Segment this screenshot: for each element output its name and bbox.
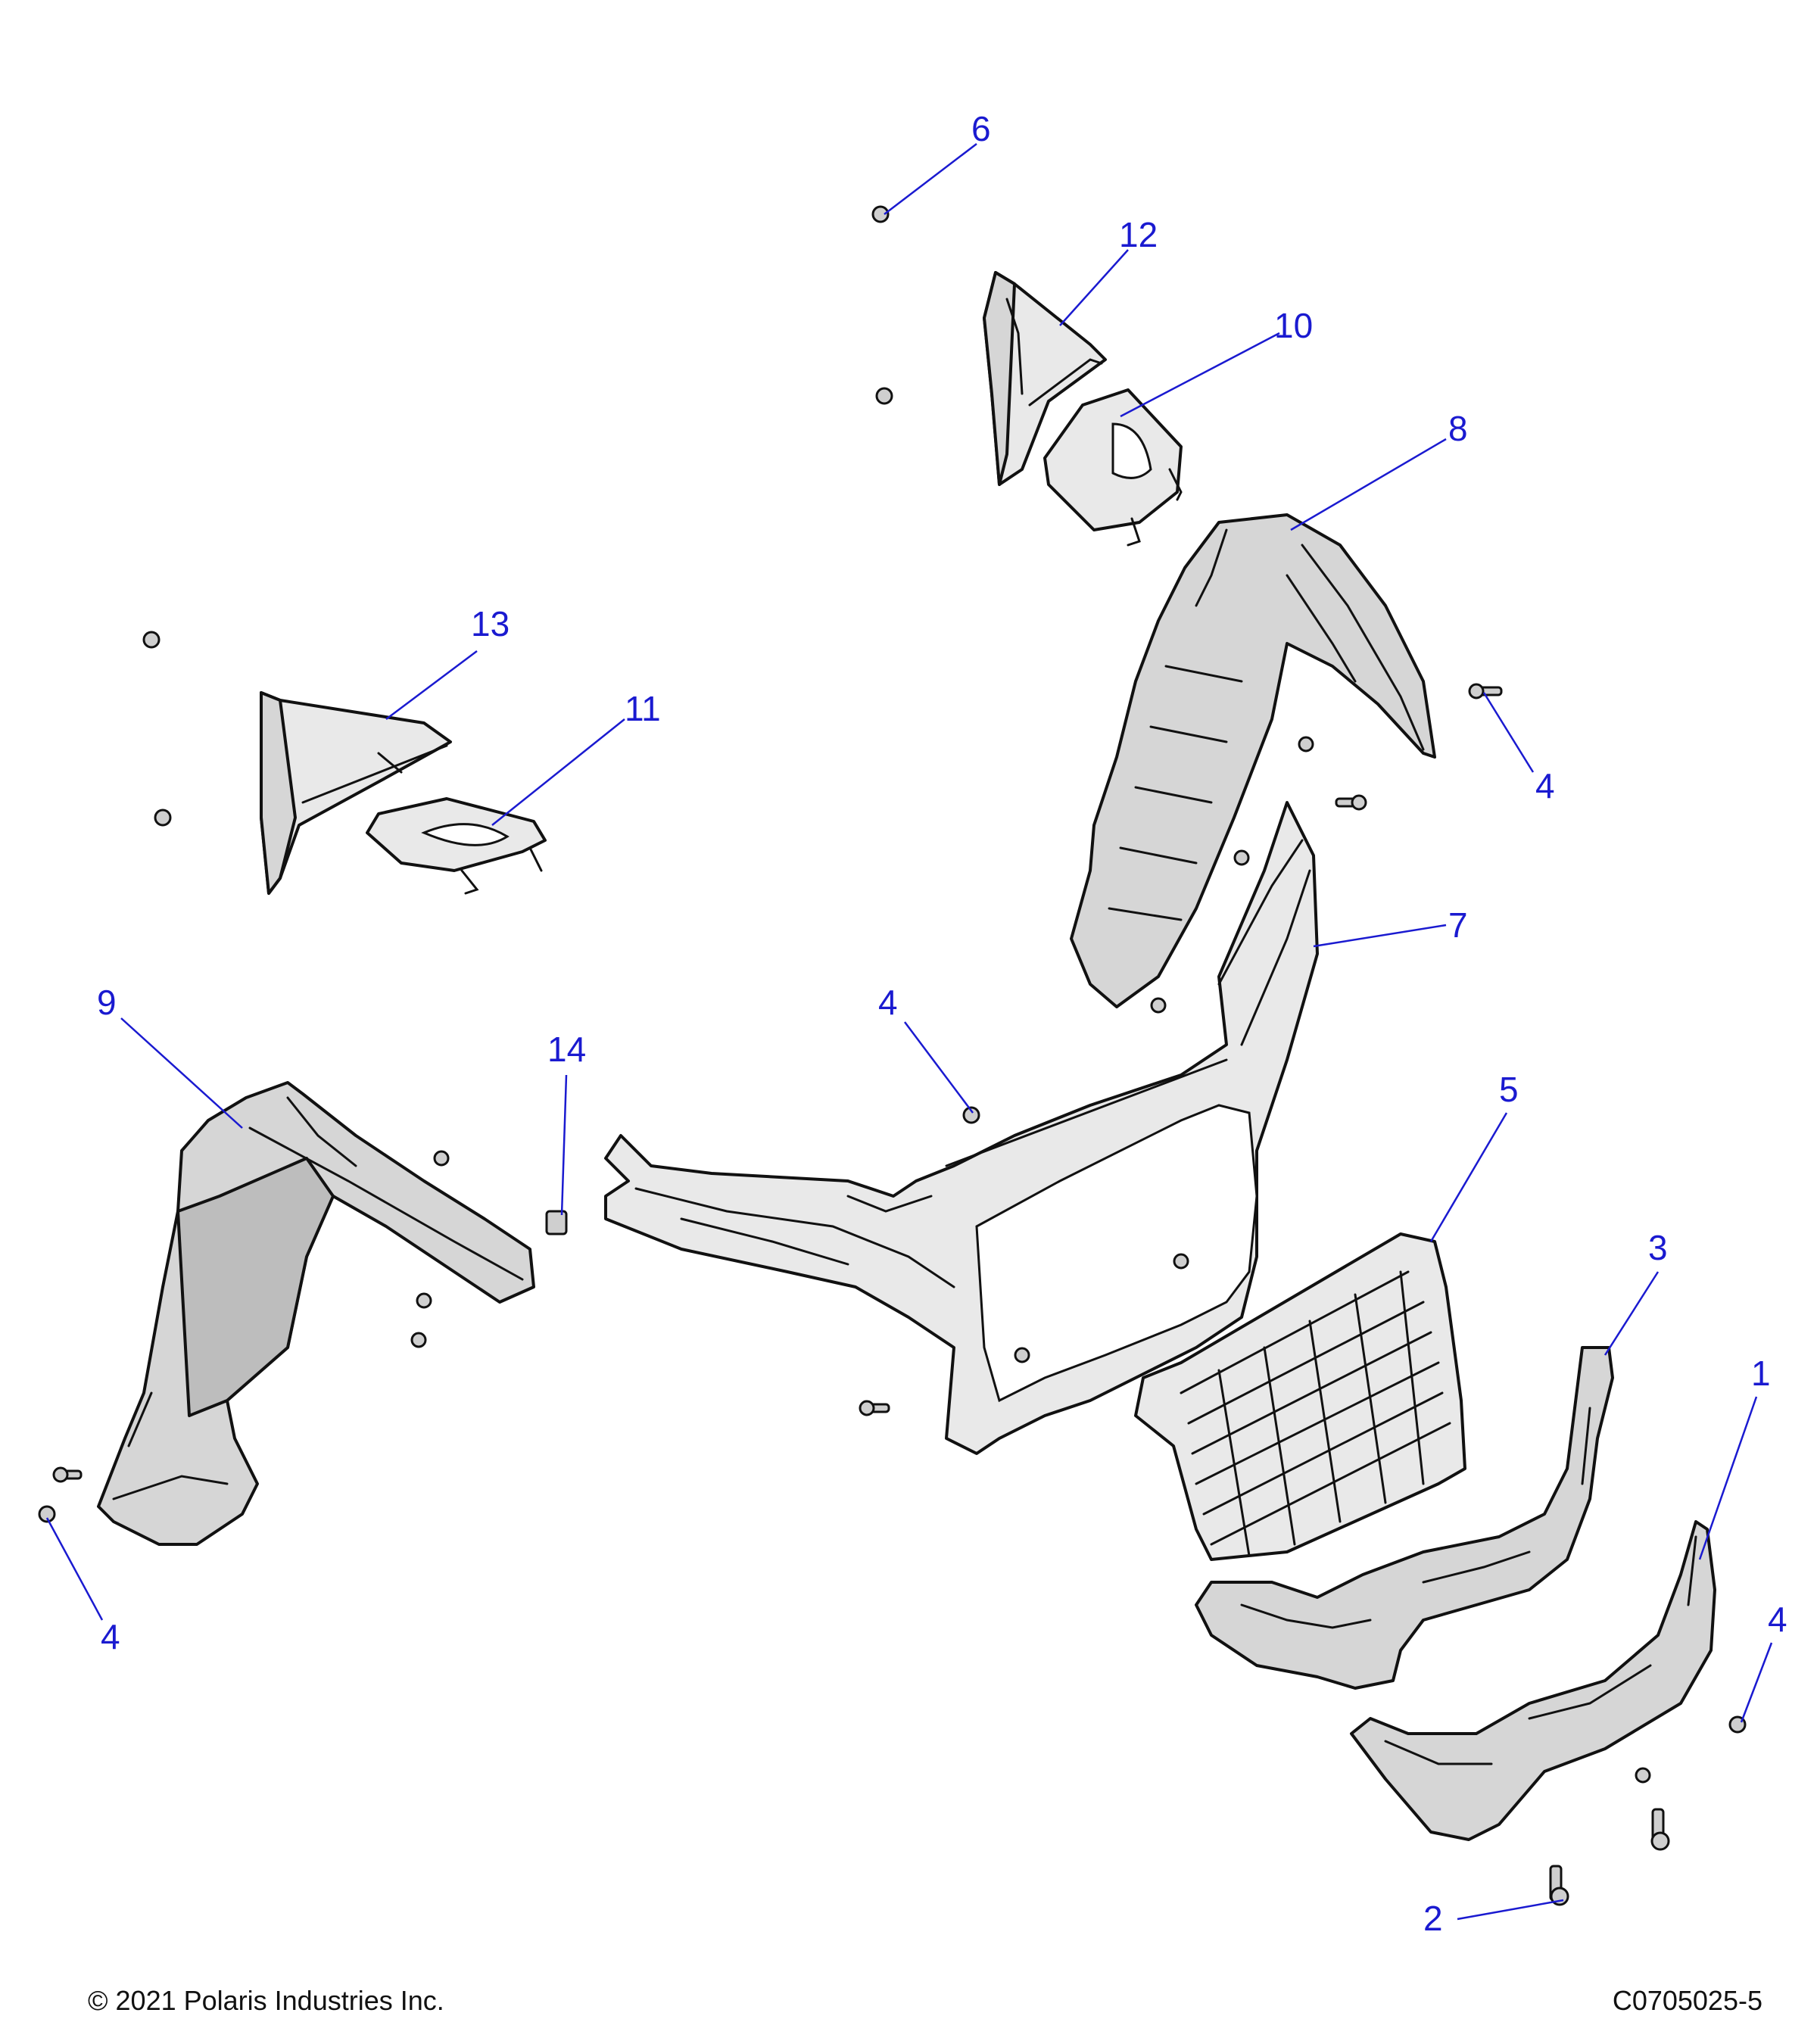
part-10-duct: [1043, 388, 1183, 547]
callout-4-lower-left: 4: [101, 1617, 120, 1656]
part-5-grille: [1134, 1232, 1466, 1561]
callout-10: 10: [1274, 306, 1313, 345]
callout-12: 12: [1119, 215, 1158, 254]
callout-13: 13: [471, 604, 510, 643]
callout-14: 14: [547, 1030, 586, 1069]
callout-2: 2: [1423, 1899, 1443, 1938]
part-14-clip-nut: [545, 1210, 568, 1235]
callout-4-center: 4: [878, 983, 898, 1022]
callout-6: 6: [971, 109, 991, 148]
callout-11: 11: [625, 689, 661, 728]
callout-1: 1: [1751, 1354, 1771, 1393]
callout-4-lower-right: 4: [1768, 1600, 1787, 1639]
callout-9: 9: [97, 983, 117, 1022]
callout-7: 7: [1448, 905, 1468, 945]
part-1-skid: [1350, 1520, 1716, 1841]
part-3-bumper: [1195, 1346, 1614, 1690]
part-13-bracket: [260, 691, 452, 895]
part-11-duct: [366, 797, 547, 895]
part-12-bracket: [983, 271, 1107, 486]
part-9-fender-liner: [97, 1081, 535, 1546]
part-8-fender-liner: [1070, 513, 1436, 1008]
callout-3: 3: [1648, 1228, 1668, 1267]
callout-8: 8: [1448, 409, 1468, 448]
leader-lines: [45, 143, 1773, 1921]
fasteners: [38, 205, 1747, 1906]
callout-4-upper-right: 4: [1535, 766, 1555, 805]
part-7-front-surround: [604, 801, 1319, 1455]
copyright-text: © 2021 Polaris Industries Inc.: [88, 1985, 444, 2016]
callout-5: 5: [1499, 1070, 1519, 1109]
figure-id: C0705025-5: [1612, 1985, 1762, 2016]
callout-numbers: 6 12 10 8 13 11 4 7 4 9 14 5 3 1 4 4 2: [97, 109, 1787, 1938]
